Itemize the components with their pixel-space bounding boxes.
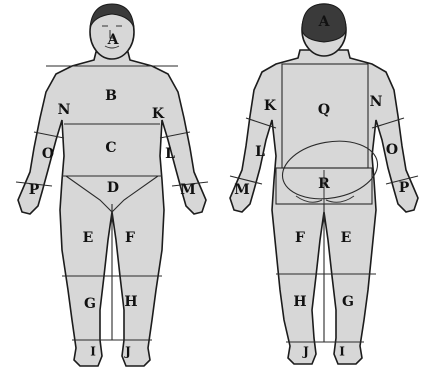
- back-label-foot-left: J: [302, 345, 309, 359]
- back-label-head: A: [318, 14, 331, 30]
- back-label-forearm-right: O: [386, 142, 398, 158]
- back-label-leg-right: G: [342, 294, 354, 310]
- front-label-armpit-left: K: [152, 106, 165, 122]
- front-label-hand-left: M: [180, 182, 196, 198]
- front-label-hand-right: P: [29, 182, 40, 198]
- front-label-forearm-right: O: [42, 146, 54, 162]
- back-label-hand-left: M: [234, 182, 250, 198]
- front-label-head: A: [107, 32, 120, 48]
- front-label-leg-left: H: [124, 294, 137, 310]
- back-label-arm-left: K: [264, 98, 277, 114]
- front-label-thigh-right: E: [83, 230, 94, 246]
- front-label-foot-left: J: [124, 345, 131, 359]
- back-label-foot-right: I: [339, 345, 345, 359]
- front-label-chest: B: [105, 88, 117, 104]
- back-label-forearm-left: L: [255, 144, 265, 160]
- back-label-thigh-left: F: [295, 230, 305, 246]
- back-label-thigh-right: E: [341, 230, 352, 246]
- front-label-forearm-left: L: [165, 146, 175, 162]
- front-label-leg-right: G: [84, 296, 96, 312]
- back-label-upper-back: Q: [318, 102, 330, 118]
- front-label-abdomen: C: [105, 140, 116, 156]
- front-label-foot-right: I: [90, 345, 96, 359]
- back-label-leg-left: H: [293, 294, 306, 310]
- back-label-hand-right: P: [399, 180, 410, 196]
- front-label-pelvis: D: [107, 180, 119, 196]
- back-label-arm-right: N: [370, 94, 383, 110]
- back-figure: A Q R F E H G J I K L M N O P: [230, 4, 418, 364]
- front-label-thigh-left: F: [125, 230, 135, 246]
- front-label-shoulder-right: N: [58, 102, 71, 118]
- back-label-buttocks: R: [318, 176, 330, 192]
- front-figure: A B C D E F G H I J K L M N O P: [16, 4, 208, 366]
